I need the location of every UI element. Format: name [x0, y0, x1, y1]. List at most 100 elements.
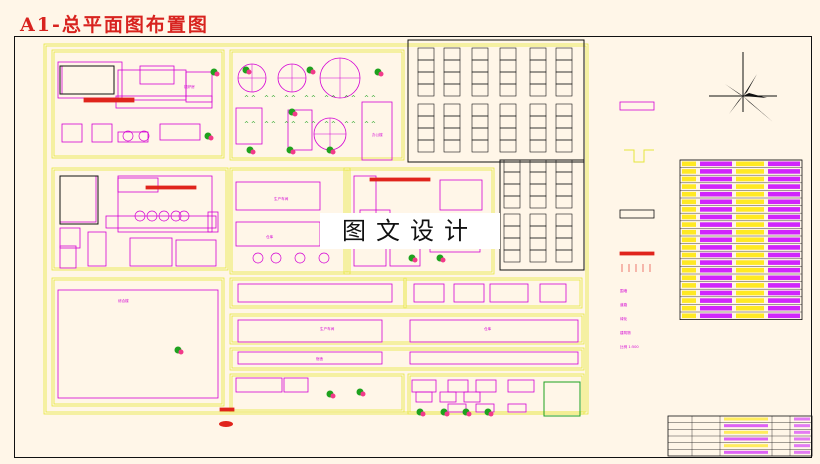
building-32: [413, 283, 445, 303]
parking-bay-9: [499, 103, 517, 153]
building-33: [453, 283, 485, 303]
building-30: [235, 107, 263, 145]
table-cell-12-1: [700, 252, 732, 258]
table-cell-2-3: [768, 176, 800, 182]
parking-bay-8: [471, 103, 489, 153]
building-label-2: 仓库: [266, 234, 274, 239]
table-cell-16-2: [736, 283, 764, 288]
building-36: [237, 319, 383, 343]
wall-24: [407, 373, 585, 415]
watermark-text: 图文设计: [320, 213, 500, 249]
compass-petal-2: [729, 96, 743, 114]
parking-bay-4: [529, 47, 547, 97]
small-tank-icon-0: [122, 130, 134, 142]
legend-label-1: 道路: [620, 302, 628, 307]
parking-frame-top: [407, 39, 585, 163]
tree-flower-16: [412, 257, 418, 263]
building-label-3: 锅炉房: [184, 84, 195, 89]
building-2: [117, 69, 187, 101]
shrub-icon-10: ^ ^: [304, 121, 316, 128]
dark-block-1: [59, 65, 115, 95]
shrub-icon-5: ^ ^: [344, 95, 356, 102]
table-cell-19-0: [682, 305, 696, 311]
title-block-fill2-2: [794, 430, 810, 434]
building-16: [59, 245, 77, 269]
table-cell-1-0: [682, 169, 696, 174]
parking-bay-2: [471, 47, 489, 97]
title-block-fill2-5: [794, 450, 810, 454]
parking-bay-13: [529, 159, 547, 209]
legend-strip-2: [619, 209, 655, 219]
compass-petal-3: [743, 74, 757, 96]
building-43: [447, 379, 469, 393]
table-cell-6-2: [736, 207, 764, 212]
table-cell-5-3: [768, 199, 800, 205]
parking-bay-16: [529, 213, 547, 263]
title-block: [667, 415, 813, 457]
table-cell-10-2: [736, 237, 764, 243]
wall-3: [53, 51, 223, 157]
building-17: [129, 237, 173, 267]
table-cell-8-0: [682, 222, 696, 227]
drawing-title: A1-总平面图布置图: [20, 14, 209, 36]
shrub-icon-4: ^ ^: [324, 95, 336, 102]
building-9: [117, 131, 149, 143]
building-3: [139, 65, 175, 85]
building-42: [411, 379, 437, 393]
building-14: [59, 227, 81, 249]
table-cell-13-3: [768, 260, 800, 265]
small-tank-icon-9: [294, 252, 306, 264]
table-cell-14-2: [736, 267, 764, 273]
parking-bay-17: [555, 213, 573, 263]
building-52: [57, 289, 219, 399]
wall-14: [229, 277, 407, 309]
title-block-fill2-4: [794, 444, 810, 448]
wall-4: [229, 49, 405, 161]
building-8: [159, 123, 201, 141]
building-46: [415, 391, 433, 403]
compass-petal-4: [725, 84, 743, 96]
tree-flower-17: [440, 257, 446, 263]
title-block-fill-1: [724, 424, 768, 428]
wall-7: [53, 169, 227, 269]
table-cell-12-3: [768, 252, 800, 258]
table-cell-2-0: [682, 176, 696, 182]
table-cell-4-2: [736, 191, 764, 197]
table-cell-8-1: [700, 222, 732, 227]
table-cell-16-1: [700, 283, 732, 288]
small-tank-icon-7: [252, 252, 264, 264]
building-35: [539, 283, 567, 303]
table-cell-11-3: [768, 245, 800, 250]
parking-bay-0: [417, 47, 435, 97]
building-51: [507, 403, 527, 413]
parking-bay-6: [417, 103, 435, 153]
red-bar-4: [219, 407, 235, 412]
title-block-fill-5: [724, 450, 768, 454]
table-cell-3-3: [768, 184, 800, 189]
tree-flower-10: [330, 393, 336, 399]
shrub-icon-11: ^ ^: [324, 121, 336, 128]
table-cell-6-1: [700, 207, 732, 212]
table-cell-6-3: [768, 207, 800, 212]
table-cell-18-0: [682, 298, 696, 303]
building-37: [409, 319, 579, 343]
tree-flower-7: [330, 149, 336, 155]
legend-label-3: 建筑物: [620, 330, 631, 335]
tree-flower-0: [214, 71, 220, 77]
parking-bay-3: [499, 47, 517, 97]
wall-21: [231, 349, 583, 369]
table-cell-9-1: [700, 229, 732, 235]
tree-flower-12: [444, 411, 450, 417]
table-cell-15-2: [736, 275, 764, 281]
red-gate-mark: [219, 421, 233, 427]
legend-label-4: 比例 1:500: [620, 344, 639, 349]
building-label-6: 仓库: [484, 326, 492, 331]
parking-bay-14: [555, 159, 573, 209]
table-cell-8-2: [736, 222, 764, 227]
building-18: [175, 239, 217, 267]
table-cell-17-1: [700, 290, 732, 296]
table-cell-2-2: [736, 176, 764, 182]
building-4: [185, 71, 213, 103]
trees: ^ ^^ ^^ ^^ ^^ ^^ ^^ ^^ ^^ ^^ ^^ ^^ ^^ ^^…: [174, 66, 494, 417]
